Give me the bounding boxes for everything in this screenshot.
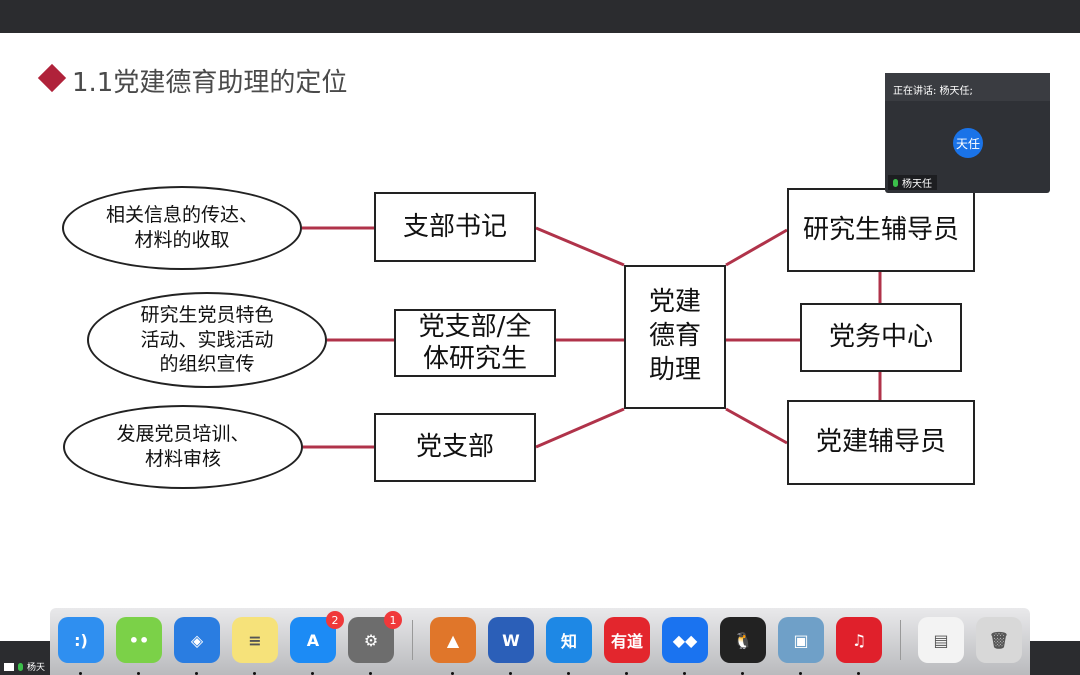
word-icon[interactable]: W: [488, 617, 534, 675]
box-party-branch: 党支部: [374, 413, 536, 482]
running-indicator: [567, 672, 570, 675]
connector-line: [725, 228, 788, 267]
netease-music-glyph: ♫: [851, 630, 867, 650]
notification-badge: 1: [384, 611, 402, 629]
safari-icon[interactable]: ◈: [174, 617, 220, 675]
running-indicator: [253, 672, 256, 675]
qq-glyph: 🐧: [733, 630, 753, 650]
box-party-affairs-center: 党务中心: [800, 303, 962, 372]
finder-icon[interactable]: :): [58, 617, 104, 675]
gear-icon[interactable]: ⚙1: [348, 611, 402, 675]
top-bar: [0, 0, 1080, 33]
qq-icon[interactable]: 🐧: [720, 617, 766, 675]
matlab-glyph: ▲: [446, 630, 460, 650]
running-indicator: [369, 672, 372, 675]
zhihu-glyph: 知: [560, 632, 577, 651]
participant-name: 杨天任: [902, 179, 932, 190]
slide-title: 1.1党建德育助理的定位: [72, 68, 348, 98]
bottom-name: 杨天: [27, 663, 46, 673]
running-indicator: [799, 672, 802, 675]
zhihu-icon[interactable]: 知: [546, 617, 592, 675]
ellipse-training-review: 发展党员培训、 材料审核: [63, 405, 303, 489]
meeting-icon[interactable]: ◆◆: [662, 617, 708, 675]
finder-glyph: :): [74, 630, 88, 650]
meeting-glyph: ◆◆: [672, 630, 698, 650]
preview-glyph: ▣: [793, 630, 809, 650]
box-center-assistant: 党建 德育 助理: [624, 265, 726, 409]
connector-line: [535, 226, 625, 267]
running-indicator: [625, 672, 628, 675]
running-indicator: [195, 672, 198, 675]
youdao-glyph: 有道: [610, 632, 643, 651]
app-store-glyph: A: [306, 630, 320, 650]
microphone-icon: [893, 178, 898, 187]
running-indicator: [137, 672, 140, 675]
microphone-icon: [18, 662, 23, 671]
box-graduate-counselor: 研究生辅导员: [787, 188, 975, 272]
connector-line: [535, 407, 625, 449]
trash-glyph: 🗑: [988, 630, 1010, 650]
running-indicator: [683, 672, 686, 675]
running-indicator: [857, 672, 860, 675]
screen-share-icon: [4, 662, 14, 671]
box-branch-all-students: 党支部/全 体研究生: [394, 309, 556, 377]
word-glyph: W: [502, 630, 520, 650]
notes-icon[interactable]: ≡: [232, 617, 278, 675]
running-indicator: [509, 672, 512, 675]
wechat-glyph: ••: [128, 630, 150, 650]
speaking-label: 正在讲话: 杨天任;: [885, 73, 1050, 101]
video-panel[interactable]: 正在讲话: 杨天任; 天任 杨天任: [885, 73, 1050, 193]
running-indicator: [311, 672, 314, 675]
participant-name-tag: 杨天任: [888, 175, 937, 190]
running-indicator: [741, 672, 744, 675]
folder-icon[interactable]: ▤: [918, 617, 964, 663]
ellipse-info-transmission: 相关信息的传达、 材料的收取: [62, 186, 302, 270]
connector-line: [725, 407, 788, 445]
box-branch-secretary: 支部书记: [374, 192, 536, 262]
notes-glyph: ≡: [248, 630, 262, 650]
safari-glyph: ◈: [190, 630, 204, 650]
notification-badge: 2: [326, 611, 344, 629]
box-party-counselor: 党建辅导员: [787, 400, 975, 485]
preview-icon[interactable]: ▣: [778, 617, 824, 675]
matlab-icon[interactable]: ▲: [430, 617, 476, 675]
running-indicator: [79, 672, 82, 675]
avatar: 天任: [953, 128, 983, 158]
ellipse-activities-promotion: 研究生党员特色 活动、实践活动 的组织宣传: [87, 292, 327, 388]
dock-separator: [412, 620, 413, 660]
wechat-icon[interactable]: ••: [116, 617, 162, 675]
youdao-icon[interactable]: 有道: [604, 617, 650, 675]
bottom-participant[interactable]: 杨天: [4, 660, 45, 673]
trash-icon[interactable]: 🗑: [976, 617, 1022, 663]
netease-music-icon[interactable]: ♫: [836, 617, 882, 675]
folder-glyph: ▤: [933, 630, 949, 650]
running-indicator: [451, 672, 454, 675]
gear-glyph: ⚙: [363, 630, 379, 650]
dock-separator: [900, 620, 901, 660]
